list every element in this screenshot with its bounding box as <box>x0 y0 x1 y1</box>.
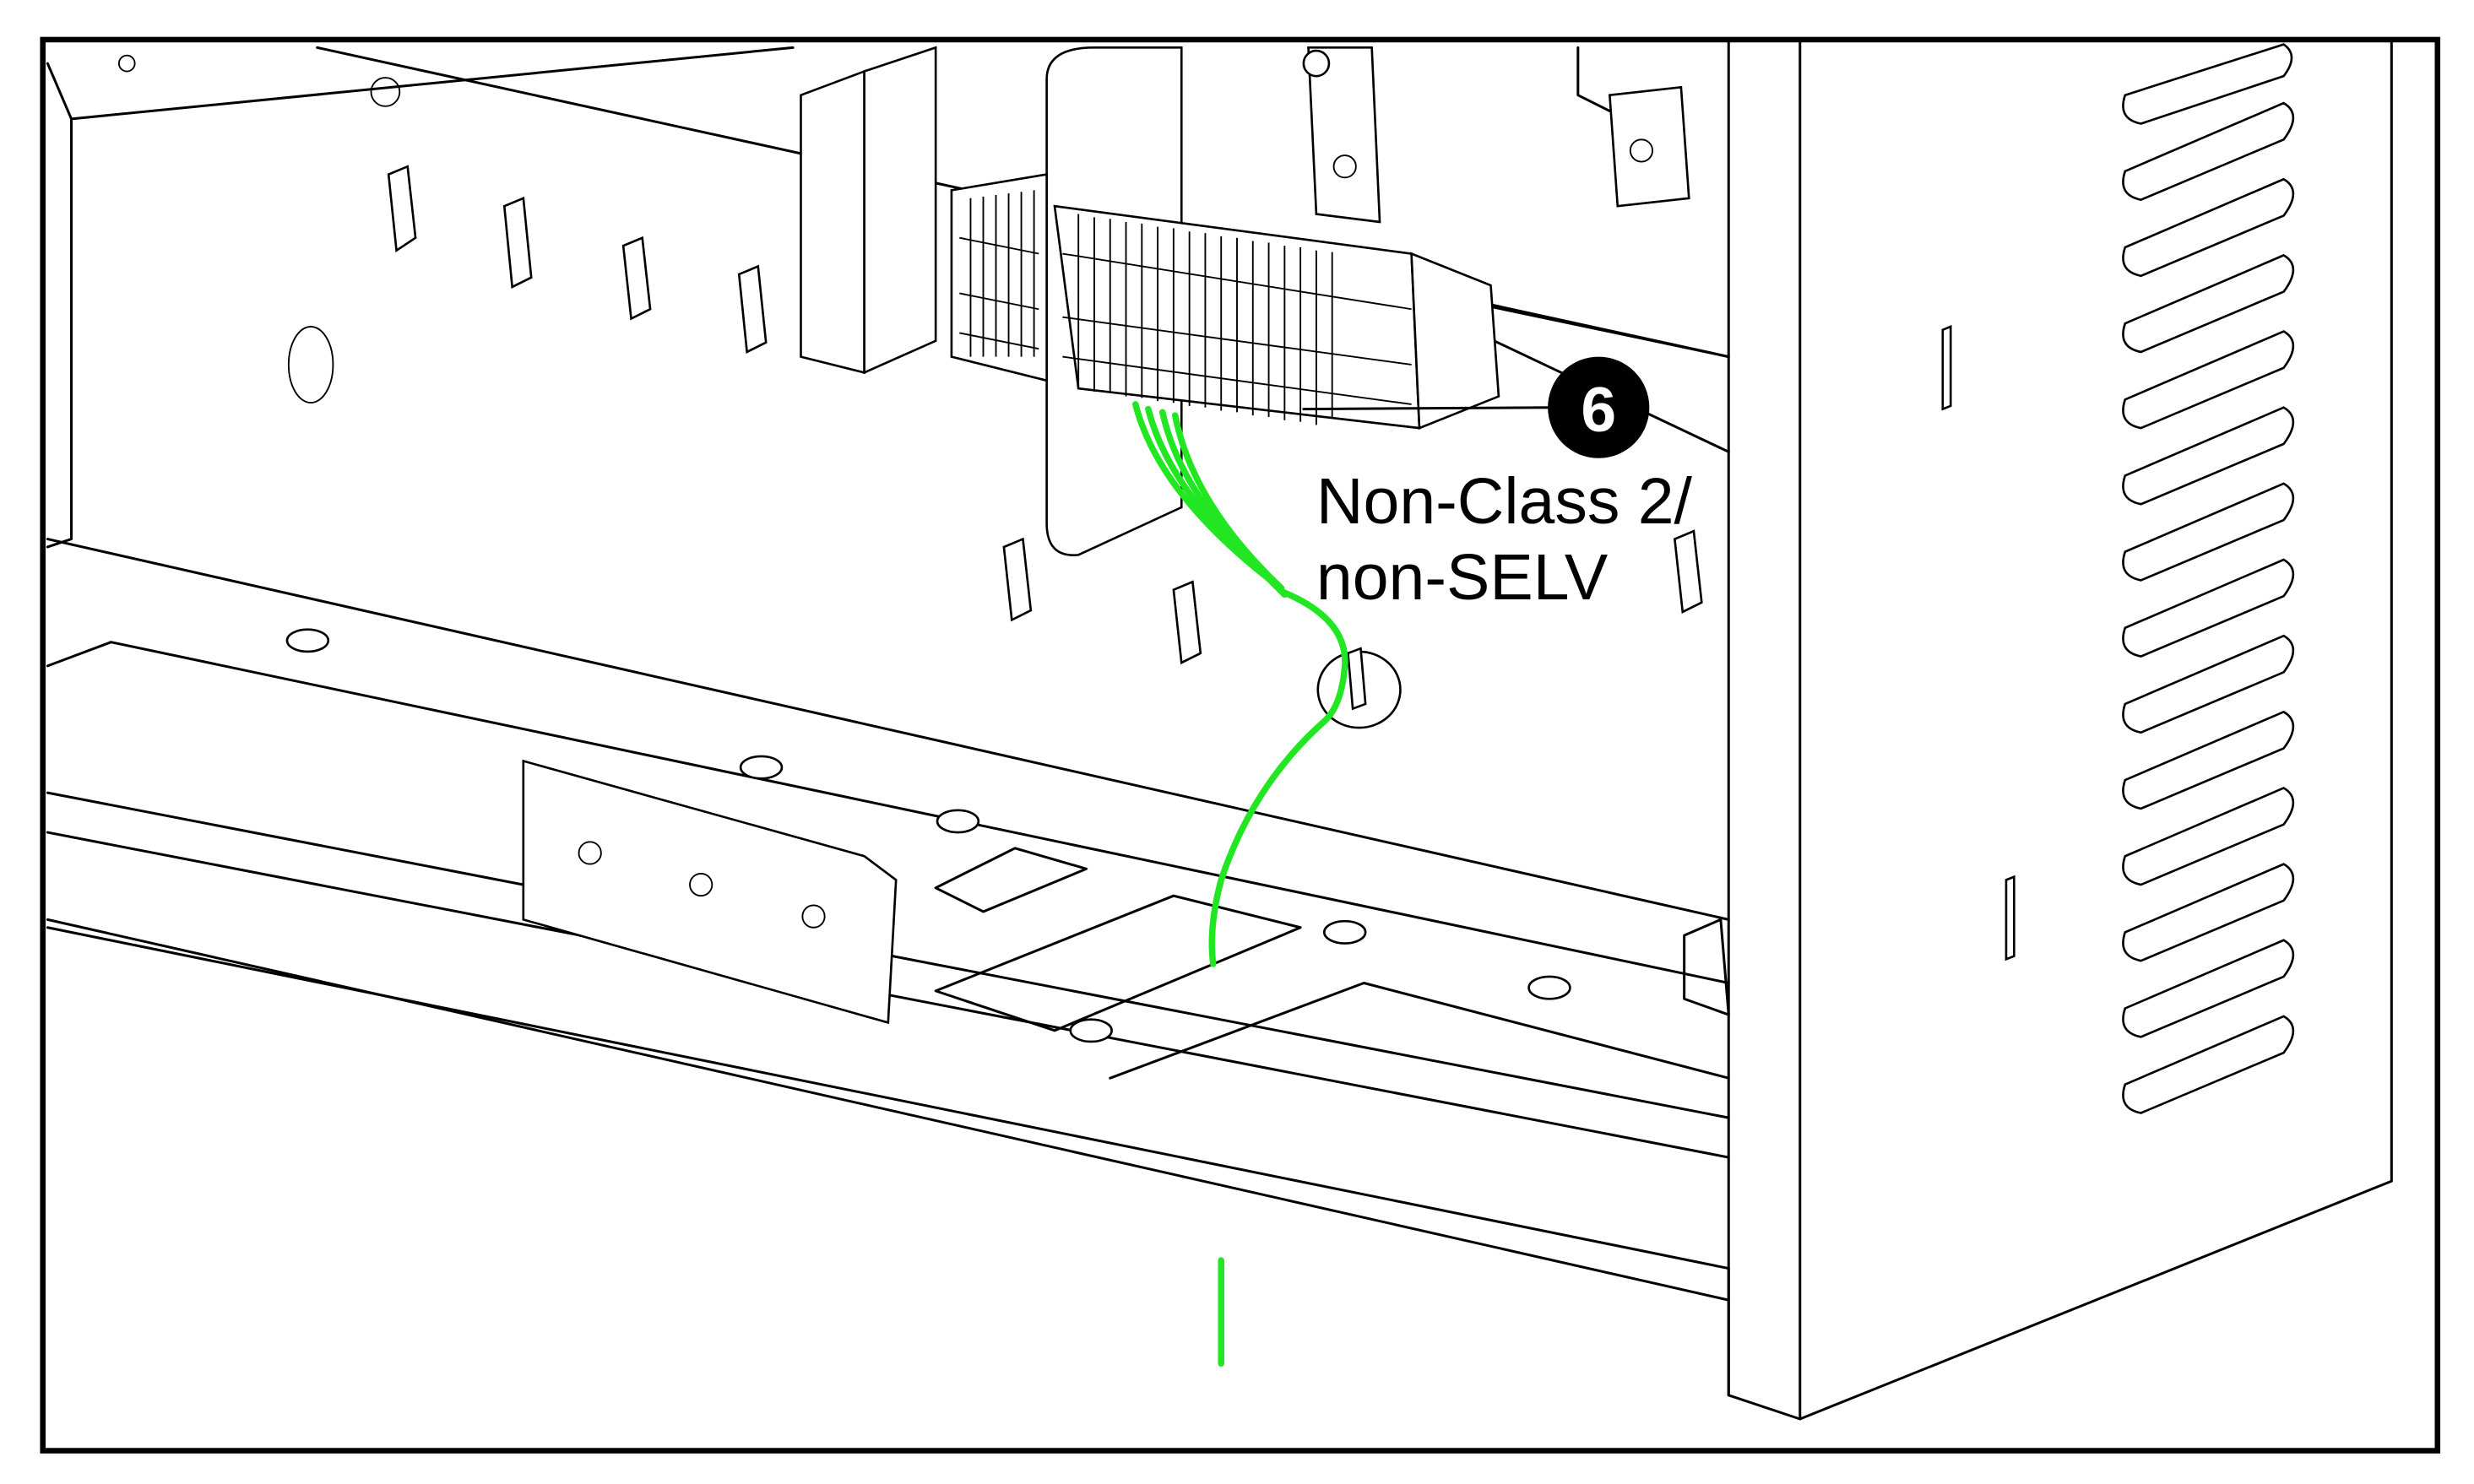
label-line-1: Non-Class 2/ <box>1316 465 1693 538</box>
cabinet-side-panel <box>1727 38 2393 1421</box>
terminal-block <box>950 173 1500 431</box>
cable-grommet <box>1316 647 1402 729</box>
mounting-slots <box>387 165 1703 665</box>
callout-number: 6 <box>1581 374 1616 445</box>
screws <box>285 628 1571 1043</box>
ground-wire <box>1132 401 1348 1368</box>
vent-louvers <box>2122 43 2295 1114</box>
cabinet-floor <box>46 538 1730 1397</box>
callout-6: 6 <box>1302 356 1650 458</box>
callout-badge <box>1548 356 1650 458</box>
label-line-2: non-SELV <box>1316 541 1609 614</box>
